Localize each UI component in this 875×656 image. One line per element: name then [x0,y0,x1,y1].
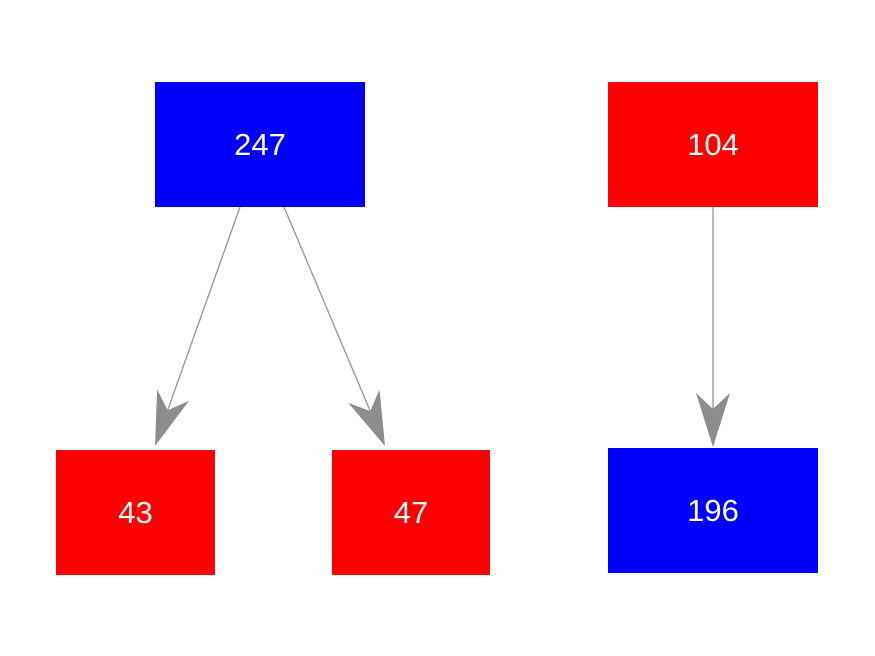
graph-node-43[interactable]: 43 [56,450,215,575]
node-label: 104 [687,127,739,162]
graph-node-247[interactable]: 247 [155,82,365,207]
edge-line [283,206,371,412]
node-label: 247 [234,127,286,162]
node-label: 43 [118,495,153,530]
node-label: 196 [687,493,739,528]
arrowhead-icon [155,389,190,446]
edge-line [167,206,241,411]
arrowhead-icon [348,389,385,446]
node-label: 47 [393,495,429,530]
arrowhead-icon [696,393,730,447]
graph-node-196[interactable]: 196 [608,448,818,573]
graph-node-47[interactable]: 47 [332,450,490,575]
graph-node-104[interactable]: 104 [608,82,818,207]
